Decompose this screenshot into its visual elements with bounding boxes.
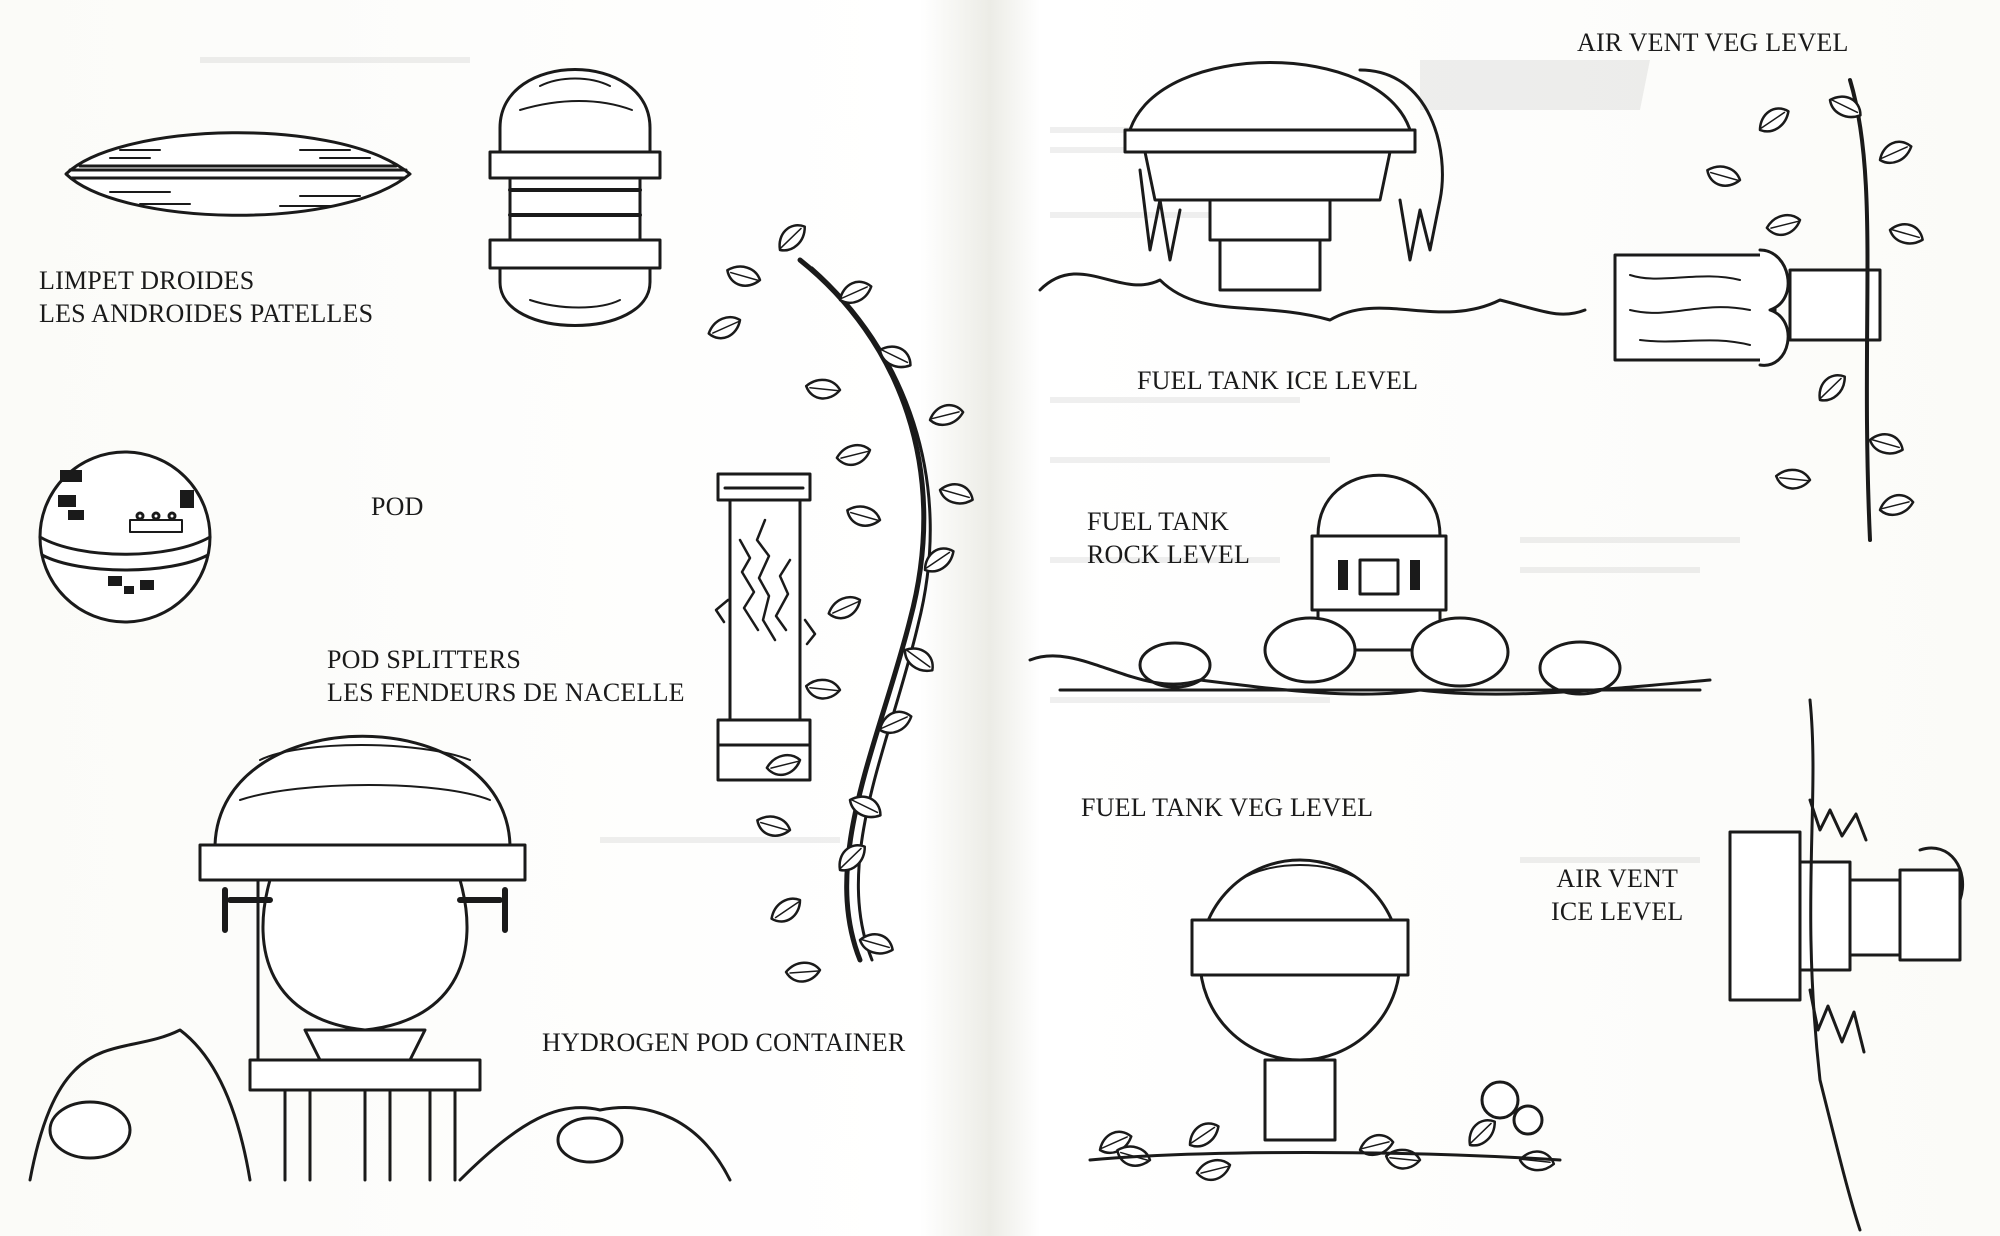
air-vent-veg-drawing: [1613, 78, 1928, 542]
caption-fuel-tank-rock-l1: FUEL TANK: [1087, 507, 1229, 536]
limpet-droide-flat-drawing: [64, 131, 412, 217]
caption-pod-splitters: POD SPLITTERS LES FENDEURS DE NACELLE: [327, 643, 685, 709]
caption-pod: POD: [371, 492, 424, 521]
fuel-tank-veg-drawing: [1088, 858, 1562, 1184]
caption-air-vent-ice-l1: AIR VENT: [1556, 864, 1679, 893]
caption-limpet-en: LIMPET DROIDES: [39, 266, 255, 295]
caption-limpet-droides: LIMPET DROIDES LES ANDROIDES PATELLES: [39, 264, 373, 330]
fuel-tank-ice-drawing: [1038, 61, 1587, 322]
hydrogen-pod-container-drawing: [28, 734, 732, 1182]
caption-hydrogen-pod-container: HYDROGEN POD CONTAINER: [542, 1028, 906, 1057]
air-vent-ice-drawing: [1728, 698, 1965, 1232]
caption-air-vent-ice-level: AIR VENT ICE LEVEL: [1551, 862, 1684, 928]
vine-arc-drawing: [704, 217, 978, 984]
caption-pod-splitters-fr: LES FENDEURS DE NACELLE: [327, 678, 685, 707]
caption-pod-splitters-en: POD SPLITTERS: [327, 645, 522, 674]
caption-air-vent-veg-level: AIR VENT VEG LEVEL: [1577, 28, 1849, 57]
caption-limpet-fr: LES ANDROIDES PATELLES: [39, 299, 374, 328]
caption-fuel-tank-rock-level: FUEL TANK ROCK LEVEL: [1087, 505, 1250, 571]
limpet-droide-capsule-drawing: [488, 68, 662, 327]
caption-air-vent-ice-l2: ICE LEVEL: [1551, 897, 1684, 926]
pod-splitter-drawing: [714, 472, 817, 782]
caption-fuel-tank-ice-level: FUEL TANK ICE LEVEL: [1137, 366, 1419, 395]
caption-fuel-tank-veg-level: FUEL TANK VEG LEVEL: [1081, 793, 1374, 822]
fuel-tank-rock-drawing: [1028, 473, 1712, 696]
pod-drawing: [38, 450, 212, 624]
caption-fuel-tank-rock-l2: ROCK LEVEL: [1087, 540, 1251, 569]
